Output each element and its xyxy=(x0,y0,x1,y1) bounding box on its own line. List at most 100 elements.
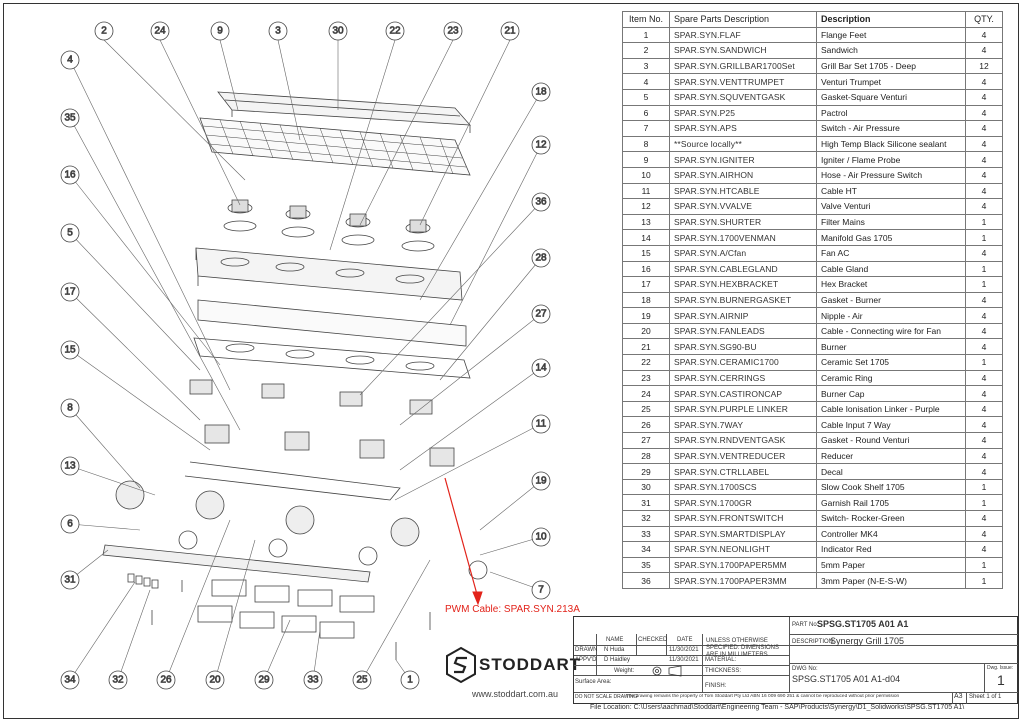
svg-text:14: 14 xyxy=(535,363,547,374)
bom-item-no: 17 xyxy=(622,276,670,293)
bill-of-materials-table: Item No. Spare Parts Description Descrip… xyxy=(622,11,1003,589)
bom-qty: 4 xyxy=(965,135,1003,153)
bom-qty: 1 xyxy=(965,478,1003,496)
svg-text:17: 17 xyxy=(64,287,76,298)
bom-spare-part: SPAR.SYN.FLAF xyxy=(669,26,817,44)
bom-item-no: 6 xyxy=(622,104,670,122)
bom-row: 8**Source locally**High Temp Black Silic… xyxy=(622,135,1003,153)
bom-header-item-no: Item No. xyxy=(622,11,670,28)
sheet-number: Sheet 1 of 1 xyxy=(969,694,1002,700)
bom-spare-part: SPAR.SYN.VENTREDUCER xyxy=(669,447,817,465)
bom-item-no: 11 xyxy=(622,182,670,200)
bom-qty: 4 xyxy=(965,510,1003,527)
bom-qty: 4 xyxy=(965,26,1003,44)
bom-qty: 4 xyxy=(965,88,1003,106)
burner-housing xyxy=(195,247,463,301)
bom-description: High Temp Black Silicone sealant xyxy=(816,135,966,153)
sheet-size: A3 xyxy=(954,693,963,700)
bom-description: Slow Cook Shelf 1705 xyxy=(816,478,966,496)
gas-manifold xyxy=(184,461,401,501)
description-label: DESCRIPTION: xyxy=(792,639,835,645)
stoddart-logo: STODDART xyxy=(445,646,580,686)
drawn-name: N Huda xyxy=(604,647,625,653)
bom-item-no: 26 xyxy=(622,416,670,434)
paper-gasket xyxy=(193,337,471,379)
pwm-cable-arrow xyxy=(444,477,483,606)
bom-description: Igniter / Flame Probe xyxy=(816,151,966,168)
bom-description: Switch- Rocker-Green xyxy=(816,510,966,527)
svg-text:18: 18 xyxy=(535,87,547,98)
balloon-15: 15 xyxy=(60,340,80,360)
control-displays xyxy=(197,579,375,639)
bom-spare-part: SPAR.SYN.SG90-BU xyxy=(669,338,817,356)
bom-spare-part: SPAR.SYN.VVALVE xyxy=(669,198,817,215)
bom-qty: 4 xyxy=(965,400,1003,418)
dwg-label: DWG No: xyxy=(792,666,818,672)
bom-header-row: Item No. Spare Parts Description Descrip… xyxy=(622,11,1003,28)
bom-qty: 4 xyxy=(965,198,1003,215)
svg-text:12: 12 xyxy=(535,140,547,151)
svg-text:8: 8 xyxy=(67,403,73,414)
apprvd-label: APPV'D xyxy=(575,657,597,663)
bom-spare-part: SPAR.SYN.1700GR xyxy=(669,494,817,511)
tolerance-note: UNLESS OTHERWISE SPECIFIED: DIMENSIONS A… xyxy=(706,638,780,658)
bom-qty: 1 xyxy=(965,354,1003,371)
col-date: DATE xyxy=(677,637,693,643)
svg-text:29: 29 xyxy=(258,675,270,686)
svg-text:21: 21 xyxy=(504,26,516,37)
svg-text:4: 4 xyxy=(67,55,73,66)
bom-header-description: Description xyxy=(816,11,966,28)
bom-qty: 12 xyxy=(965,57,1003,75)
balloon-28: 28 xyxy=(531,248,551,268)
bom-description: Manifold Gas 1705 xyxy=(816,229,966,246)
balloon-13: 13 xyxy=(60,456,80,476)
bom-description: 3mm Paper (N-E-S-W) xyxy=(816,572,966,589)
bom-item-no: 35 xyxy=(622,556,670,574)
bom-qty: 1 xyxy=(965,494,1003,511)
svg-text:22: 22 xyxy=(389,26,401,37)
bom-description: Cable Gland xyxy=(816,260,966,278)
bom-item-no: 36 xyxy=(622,572,670,589)
bom-description: Pactrol xyxy=(816,104,966,122)
bom-item-no: 21 xyxy=(622,338,670,356)
balloon-6: 6 xyxy=(60,514,80,534)
balloon-33: 33 xyxy=(303,670,323,690)
bom-header-qty: QTY. xyxy=(965,11,1003,28)
svg-text:25: 25 xyxy=(356,675,368,686)
bom-description: Burner xyxy=(816,338,966,356)
bom-spare-part: SPAR.SYN.PURPLE LINKER xyxy=(669,400,817,418)
bom-spare-part: SPAR.SYN.APS xyxy=(669,120,817,137)
bom-qty: 4 xyxy=(965,385,1003,402)
balloon-26: 26 xyxy=(156,670,176,690)
issue: 1 xyxy=(997,672,1005,688)
bom-item-no: 16 xyxy=(622,260,670,278)
balloon-14: 14 xyxy=(531,358,551,378)
bom-spare-part: SPAR.SYN.SQUVENTGASK xyxy=(669,88,817,106)
svg-text:28: 28 xyxy=(535,253,547,264)
bom-qty: 4 xyxy=(965,42,1003,59)
apprvd-date: 11/30/2021 xyxy=(669,657,699,663)
col-checked: CHECKED xyxy=(638,637,668,643)
col-name: NAME xyxy=(606,637,624,643)
bom-qty: 4 xyxy=(965,525,1003,543)
bom-spare-part: SPAR.SYN.SHURTER xyxy=(669,213,817,231)
svg-text:35: 35 xyxy=(64,113,76,124)
bom-item-no: 3 xyxy=(622,57,670,75)
pwm-cable-note: PWM Cable: SPAR.SYN.213A xyxy=(445,604,580,615)
bom-description: Burner Cap xyxy=(816,385,966,402)
apprvd-name: D Haidley xyxy=(604,657,631,663)
bom-qty: 4 xyxy=(965,322,1003,340)
bom-spare-part: SPAR.SYN.CERAMIC1700 xyxy=(669,354,817,371)
svg-text:10: 10 xyxy=(535,532,547,543)
balloon-18: 18 xyxy=(531,82,551,102)
bom-item-no: 4 xyxy=(622,73,670,90)
bom-description: Decal xyxy=(816,463,966,480)
